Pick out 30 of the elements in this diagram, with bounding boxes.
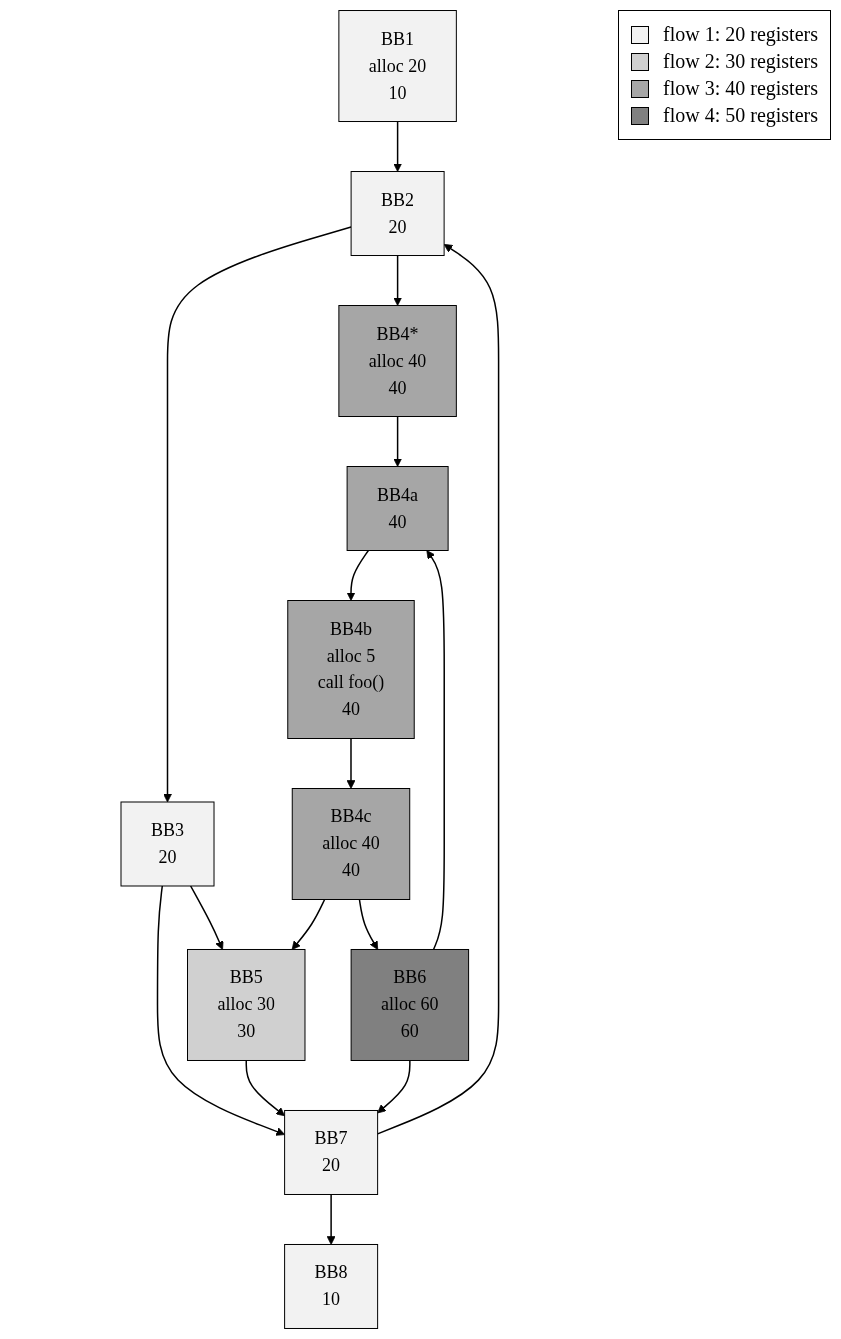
node-box: BB8 10 [284, 1244, 379, 1329]
arrow [163, 226, 353, 803]
legend-text: flow 4: 50 registers [663, 104, 818, 127]
node-box: BB1 alloc 20 10 [338, 10, 458, 122]
arrow [358, 898, 379, 950]
arrow [326, 1193, 336, 1245]
node-box: BB4* alloc 40 40 [338, 305, 458, 417]
arrow [377, 1059, 411, 1114]
node-box: BB3 20 [120, 801, 215, 887]
node-box: BB6 alloc 60 60 [350, 949, 470, 1061]
legend-text: flow 1: 20 registers [663, 23, 818, 46]
node-box: BB4b alloc 5 call foo() 40 [287, 600, 415, 739]
node-box: BB5 alloc 30 30 [187, 949, 306, 1061]
arrow [190, 885, 224, 950]
arrow [393, 415, 403, 467]
node-box: BB7 20 [284, 1110, 379, 1195]
legend-text: flow 2: 30 registers [663, 50, 818, 73]
arrow [426, 550, 446, 951]
arrow [346, 549, 370, 601]
arrow [245, 1059, 286, 1117]
node-box: BB4a 40 [346, 466, 449, 551]
arrow [291, 898, 326, 950]
node-box: BB4c alloc 40 40 [291, 788, 411, 900]
node-box: BB2 20 [350, 171, 445, 256]
arrow [393, 254, 403, 306]
arrow [156, 885, 286, 1136]
arrow [393, 120, 403, 172]
legend-text: flow 3: 40 registers [663, 77, 818, 100]
arrow [346, 737, 356, 789]
arrow [377, 243, 500, 1135]
